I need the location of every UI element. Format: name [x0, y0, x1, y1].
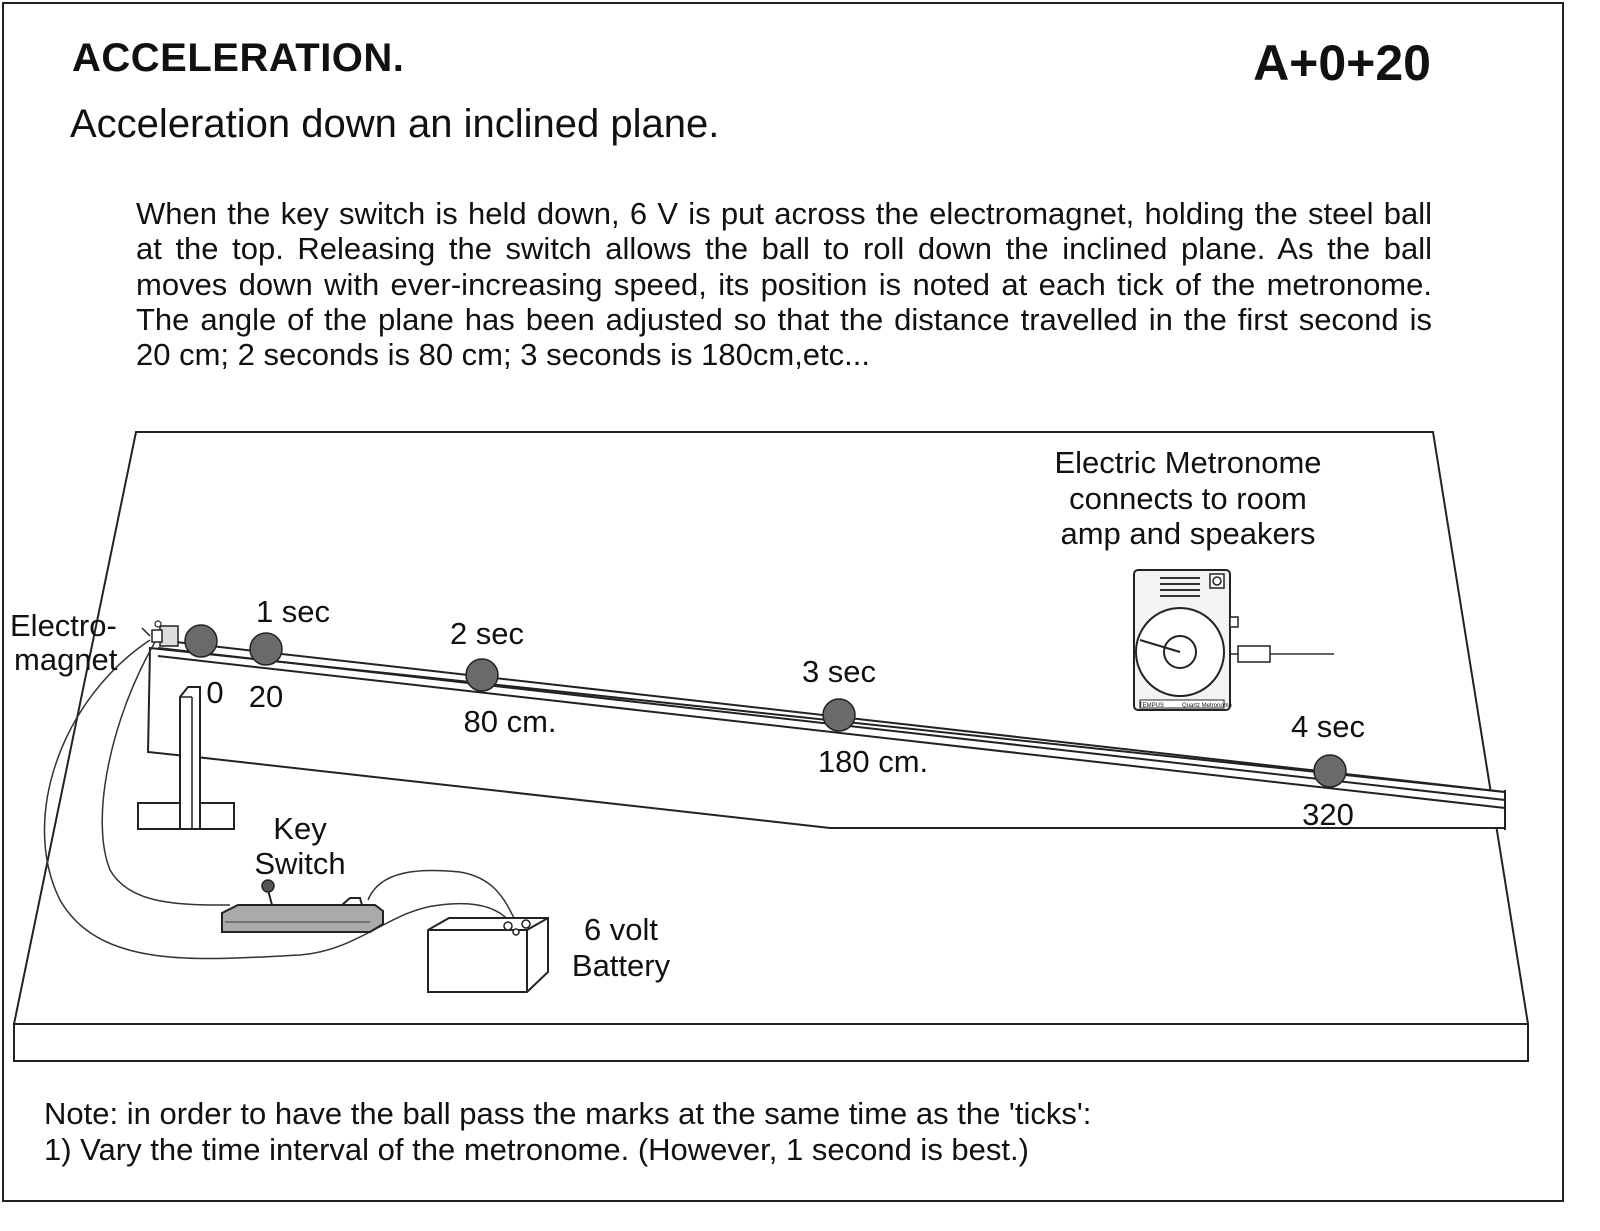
metronome-label-line3: amp and speakers [1060, 516, 1315, 551]
time-label-2: 2 sec [450, 616, 524, 651]
ball-0 [184, 624, 218, 658]
time-label-4: 4 sec [1291, 709, 1365, 744]
electromagnet-label-line1: Electro- [10, 608, 117, 643]
key-switch [221, 879, 384, 933]
speaker-grille [1160, 577, 1200, 597]
apparatus-diagram: TEMPUS Quartz Metronome Electro- magnet … [10, 431, 1530, 1062]
ball-positions [184, 624, 1347, 788]
key-switch-label-line1: Key [273, 811, 327, 846]
page-border [2, 2, 1564, 1202]
note-section: Note: in order to have the ball pass the… [44, 1096, 1091, 1168]
position-label-0: 0 [206, 675, 223, 710]
table-edge [13, 1023, 1529, 1062]
time-label-3: 3 sec [802, 654, 876, 689]
position-label-180: 180 cm. [818, 744, 928, 779]
ball-1-sec [249, 632, 283, 666]
battery-label-line1: 6 volt [584, 912, 658, 947]
metronome-brand: TEMPUS [1139, 703, 1164, 709]
position-label-320: 320 [1302, 797, 1354, 832]
ball-4-sec [1313, 754, 1347, 788]
metronome-label-line2: connects to room [1069, 481, 1307, 516]
position-label-80: 80 cm. [463, 704, 556, 739]
support-stand [137, 686, 235, 830]
note-intro: Note: in order to have the ball pass the… [44, 1096, 1092, 1131]
electromagnet-label-line2: magnet [14, 642, 118, 677]
metronome: TEMPUS Quartz Metronome [1133, 569, 1271, 711]
electromagnet [141, 620, 179, 647]
ball-3-sec [822, 698, 856, 732]
page-subtitle: Acceleration down an inclined plane. [70, 102, 720, 146]
description-paragraph: When the key switch is held down, 6 V is… [136, 196, 1432, 373]
note-item-1: 1) Vary the time interval of the metrono… [44, 1132, 1029, 1167]
battery-label-line2: Battery [572, 948, 671, 983]
page-title: ACCELERATION. [72, 36, 405, 80]
key-switch-label-line2: Switch [254, 846, 345, 881]
metronome-model: Quartz Metronome [1182, 703, 1233, 709]
battery [427, 917, 549, 993]
metronome-label-line1: Electric Metronome [1054, 445, 1321, 480]
time-label-1: 1 sec [256, 594, 330, 629]
wiring [43, 639, 1334, 960]
experiment-code: A+0+20 [1253, 35, 1431, 91]
position-label-20: 20 [249, 679, 283, 714]
ball-2-sec [465, 658, 499, 692]
worksheet-page: ACCELERATION. A+0+20 Acceleration down a… [2, 2, 1564, 1202]
